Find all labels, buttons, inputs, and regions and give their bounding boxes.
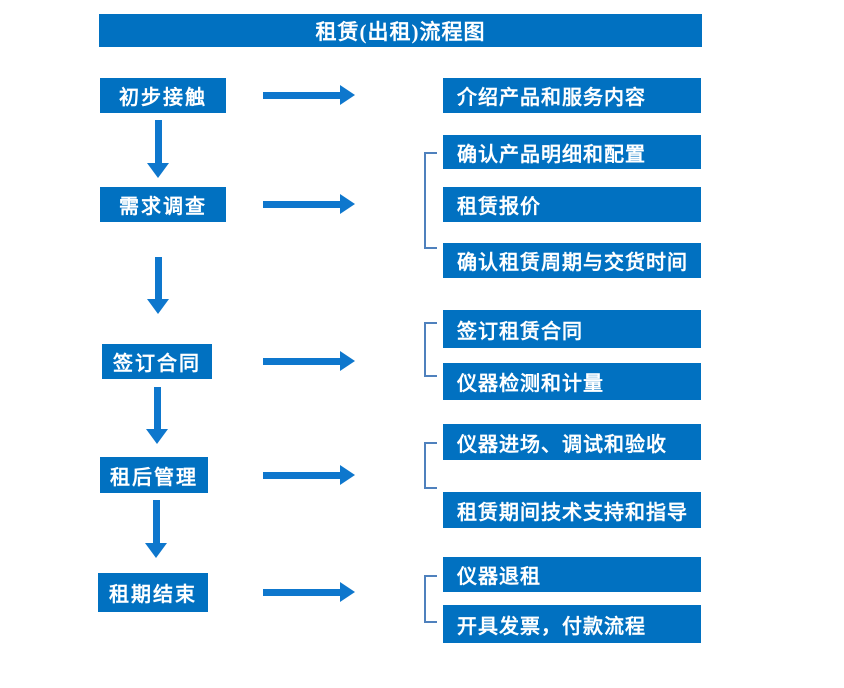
- down-arrow: [147, 257, 169, 314]
- down-arrow: [145, 500, 167, 558]
- detail-box-sign-rental-contract: 签订租赁合同: [443, 310, 701, 348]
- detail-box-introduce-products-services: 介绍产品和服务内容: [443, 78, 701, 113]
- stage-box-lease-end: 租期结束: [98, 573, 208, 612]
- detail-box-instrument-setup-acceptance: 仪器进场、调试和验收: [443, 424, 701, 460]
- flowchart-title: 租赁(出租)流程图: [99, 14, 702, 47]
- stage-box-demand-survey: 需求调查: [100, 187, 226, 222]
- detail-box-instrument-return: 仪器退租: [443, 557, 701, 592]
- down-arrow: [146, 387, 168, 444]
- stage-box-sign-contract: 签订合同: [102, 344, 212, 379]
- stage-box-initial-contact: 初步接触: [100, 78, 226, 113]
- right-arrow: [263, 351, 355, 371]
- group-bracket: [424, 152, 437, 249]
- detail-box-instrument-testing: 仪器检测和计量: [443, 363, 701, 400]
- down-arrow: [147, 120, 169, 178]
- stage-box-post-rental-management: 租后管理: [100, 457, 208, 493]
- right-arrow: [263, 582, 355, 602]
- detail-box-confirm-product-details: 确认产品明细和配置: [443, 135, 701, 169]
- group-bracket: [424, 442, 437, 489]
- detail-box-confirm-period-delivery: 确认租赁周期与交货时间: [443, 243, 701, 278]
- right-arrow: [263, 85, 355, 105]
- detail-box-rental-quotation: 租赁报价: [443, 187, 701, 222]
- group-bracket: [424, 575, 437, 623]
- right-arrow: [263, 465, 355, 485]
- detail-box-invoice-payment: 开具发票，付款流程: [443, 605, 701, 643]
- group-bracket: [424, 322, 437, 377]
- right-arrow: [263, 194, 355, 214]
- detail-box-technical-support: 租赁期间技术支持和指导: [443, 492, 701, 528]
